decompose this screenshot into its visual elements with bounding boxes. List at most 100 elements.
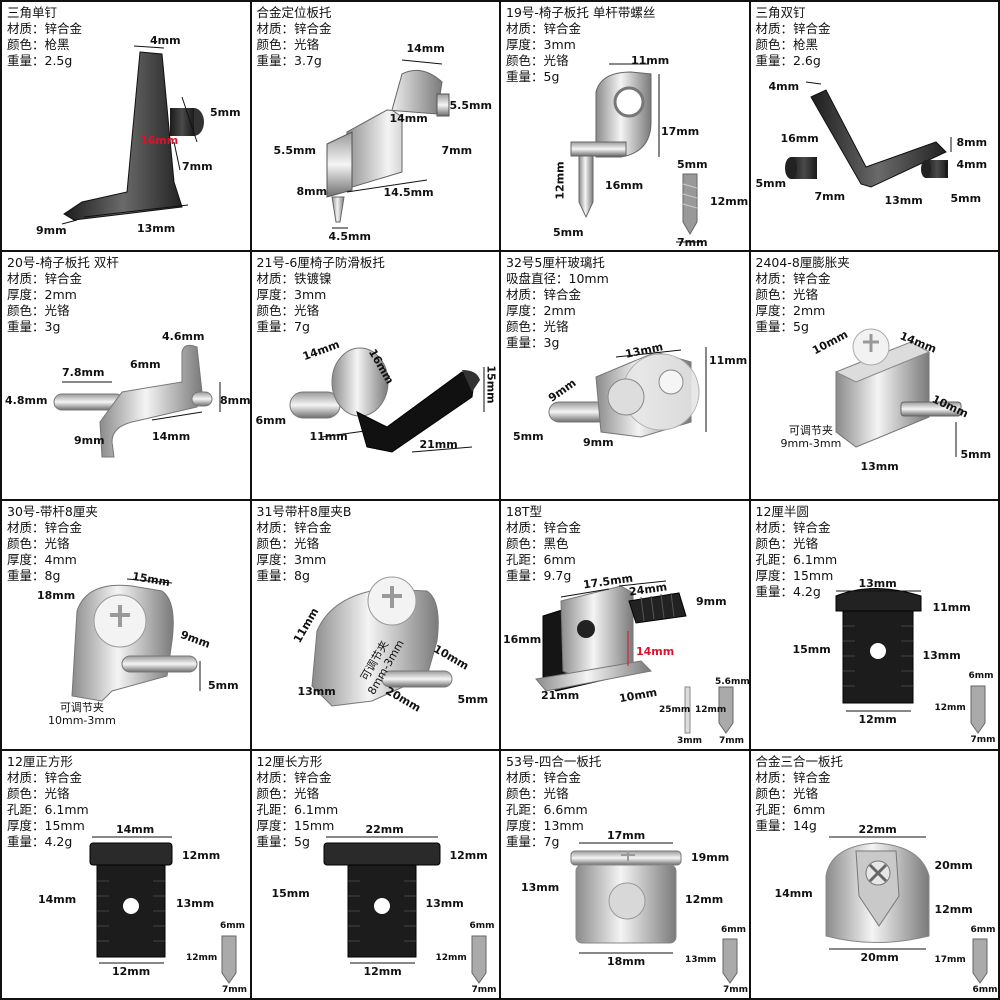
spec-block: 2404-8厘膨胀夹 材质：锌合金 颜色：光铬 厚度：2mm 重量：5g [756,255,850,335]
product-card-7: 32号5厘杆玻璃托 吸盘直径：10mm 材质：锌合金 厚度：2mm 颜色：光铬 … [501,251,749,499]
dim-label: 6mm [721,924,747,935]
spec-line: 厚度：15mm [755,568,834,583]
spec-line: 重量：2.6g [755,53,821,68]
spec-line: 厚度：3mm [256,286,327,302]
dim-label: 14mm [774,886,813,900]
spec-line: 材质：锌合金 [7,270,83,286]
spec-block: 53号-四合一板托 材质：锌合金 颜色：光铬 孔距：6.6mm 厚度：13mm … [506,754,601,850]
spec-line: 颜色：光铬 [7,302,70,318]
spec-block: 21号-6厘椅子防滑板托 材质：铁镀镍 厚度：3mm 颜色：光铬 重量：7g [257,255,385,335]
dim-label: 5mm [457,693,489,706]
dim-label: 21mm [541,689,580,702]
spec-block: 31号带杆8厘夹B 材质：锌合金 颜色：光铬 厚度：3mm 重量：8g [257,504,352,584]
spec-line: 材质：锌合金 [256,520,332,535]
product-title: 30号-带杆8厘夹 [7,504,98,519]
product-title: 31号带杆8厘夹B [256,504,352,519]
spec-line: 厚度：13mm [506,817,584,833]
dim-label: 13mm [137,222,176,235]
dim-label: 7mm [222,984,248,995]
spec-line: 材质：铁镀镍 [256,270,332,286]
spec-line: 颜色：光铬 [506,318,569,334]
dim-label: 8mm [956,136,988,149]
product-card-6: 21号-6厘椅子防滑板托 材质：铁镀镍 厚度：3mm 颜色：光铬 重量：7g 1… [251,251,499,499]
spec-line: 重量：5g [755,318,809,334]
spec-line: 厚度：3mm [256,552,327,567]
adjust-note: 可调节夹 10mm-3mm [48,701,116,727]
spec-line: 孔距：6.1mm [755,552,838,567]
spec-line: 颜色：光铬 [755,286,819,302]
spec-line: 重量：7g [256,318,310,334]
product-illustration [289,347,484,453]
spec-line: 颜色：光铬 [7,536,70,551]
dim-label: 13mm [860,459,899,473]
dim-label: 12mm [710,195,749,208]
spec-line: 重量：4.2g [7,833,73,849]
dim-label: 17mm [607,828,646,842]
spec-line: 重量：5g [506,69,560,84]
dim-label: 12mm [934,703,966,713]
dim-label: 7mm [814,190,846,203]
note-line: 9mm-3mm [780,436,842,450]
spec-block: 20号-椅子板托 双杆 材质：锌合金 厚度：2mm 颜色：光铬 重量：3g [7,255,119,335]
dim-label: 5.6mm [715,677,749,687]
dim-label: 18mm [607,954,646,968]
dim-label: 4.5mm [328,230,371,243]
spec-line: 重量：14g [755,817,817,833]
spec-line: 重量：5g [256,833,310,849]
spec-block: 三角单钉 材质：锌合金 颜色：枪黑 重量：2.5g [7,5,82,69]
spec-line: 厚度：15mm [7,817,85,833]
spec-line: 厚度：2mm [7,286,77,302]
dim-label: 11mm [709,353,748,367]
product-card-1: 三角单钉 材质：锌合金 颜色：枪黑 重量：2.5g 4mm 5mm 16mm 7… [2,2,250,250]
spec-block: 合金定位板托 材质：锌合金 颜色：光铬 重量：3.7g [257,5,332,69]
dim-label: 4mm [768,80,800,93]
dim-label: 6mm [968,671,994,681]
dim-label: 5mm [677,158,708,171]
dim-label: 20mm [934,858,973,872]
dim-label: 3mm [677,736,703,746]
dim-label: 5mm [755,177,787,190]
dim-label: 5mm [553,226,584,239]
dim-label: 13mm [297,685,336,698]
dim-label: 6mm [469,920,495,931]
spec-block: 32号5厘杆玻璃托 吸盘直径：10mm 材质：锌合金 厚度：2mm 颜色：光铬 … [506,255,609,351]
dim-label: 13mm [884,194,923,207]
product-title: 三角单钉 [7,5,58,20]
spec-block: 30号-带杆8厘夹 材质：锌合金 颜色：光铬 厚度：4mm 重量：8g [7,504,98,584]
spec-line: 颜色：光铬 [755,536,819,551]
dim-label: 9mm [583,435,614,449]
spec-line: 重量：7g [506,833,560,849]
product-illustration [310,576,452,707]
note-line: 10mm-3mm [48,714,116,727]
dim-label: 4.8mm [5,393,48,407]
spec-line: 重量：3g [506,334,560,350]
spec-line: 材质：锌合金 [7,769,83,785]
dim-label: 15mm [792,643,831,656]
spec-line: 材质：锌合金 [755,520,831,535]
dim-label: 12mm [182,848,221,862]
spec-line: 材质：锌合金 [755,21,831,36]
dim-label: 14mm [152,429,191,443]
dim-label: 12mm [449,848,488,862]
dim-label: 13mm [858,577,897,590]
note-line: 可调节夹 [59,701,104,714]
dim-label: 8mm [296,185,328,198]
dim-label: 4.6mm [162,329,205,343]
product-illustration [784,81,951,188]
dim-label: 12mm [858,713,897,726]
dim-label: 5.5mm [273,144,316,157]
dim-label: 13mm [685,954,717,965]
spec-line: 颜色：光铬 [506,785,569,801]
spec-line: 厚度：2mm [755,302,826,318]
product-title: 12厘长方形 [256,753,323,769]
spec-line: 厚度：4mm [7,552,77,567]
spec-line: 颜色：光铬 [755,785,819,801]
product-illustration [548,346,707,438]
product-title: 53号-四合一板托 [506,753,602,769]
dim-label: 14mm [389,112,428,125]
product-card-8: 2404-8厘膨胀夹 材质：锌合金 颜色：光铬 厚度：2mm 重量：5g 10m… [750,251,998,499]
spec-line: 材质：锌合金 [755,270,831,286]
spec-line: 孔距：6mm [755,801,826,817]
spec-line: 材质：锌合金 [256,21,332,36]
